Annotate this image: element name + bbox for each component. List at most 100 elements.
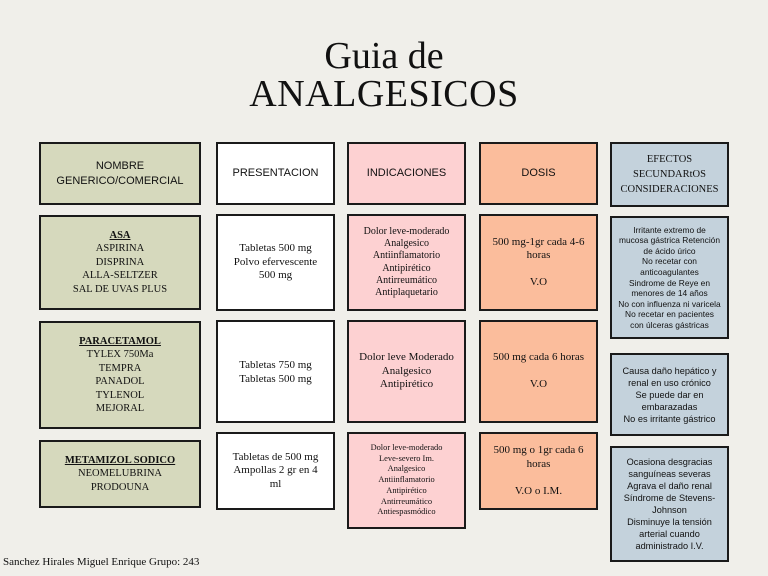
row-metamizol-presentacion: Tabletas de 500 mg Ampollas 2 gr en 4 ml	[216, 432, 335, 510]
efecto-line: menores de 14 años	[631, 288, 708, 299]
dosis-line: 500 mg o 1gr cada 6	[493, 444, 584, 456]
indicacion-line: Analgesico	[384, 238, 429, 250]
indicacion-line: Antiinflamatorio	[372, 250, 441, 262]
generic-name: ASA	[109, 229, 131, 241]
header-nombre-line: GENERICO/COMERCIAL	[56, 174, 184, 187]
indicacion-line: Antipirético	[386, 485, 427, 495]
header-efectos: EFECTOS SECUNDARtOS CONSIDERACIONES	[610, 142, 729, 207]
efecto-line: Causa daño hepático y	[622, 365, 717, 376]
indicacion-line: Dolor leve-moderado	[370, 442, 443, 452]
generic-name: METAMIZOL SODICO	[64, 454, 176, 466]
header-presentacion-label: PRESENTACION	[232, 167, 319, 179]
row-metamizol-nombre: METAMIZOL SODICO NEOMELUBRINA PRODOUNA	[39, 440, 201, 508]
brand-name: ASPIRINA	[95, 243, 145, 255]
dosis-line: V.O	[529, 276, 548, 288]
title-line-1: Guia de	[324, 35, 444, 77]
efecto-line: No es irritante gástrico	[623, 413, 716, 424]
efecto-line: Sindrome de Reye en	[628, 277, 710, 288]
header-efectos-line: SECUNDARtOS	[633, 169, 706, 180]
row-paracetamol-nombre: PARACETAMOL TYLEX 750Ma TEMPRA PANADOL T…	[39, 321, 201, 429]
row-metamizol-dosis: 500 mg o 1gr cada 6 horas V.O o I.M.	[479, 432, 598, 510]
row-paracetamol-efectos: Causa daño hepático y renal en uso cróni…	[610, 353, 729, 436]
indicacion-line: Dolor leve Moderado	[359, 351, 454, 364]
indicacion-line: Dolor leve-moderado	[363, 225, 450, 237]
efecto-line: No recetar con	[642, 256, 697, 267]
row-metamizol-efectos: Ocasiona desgracias sanguíneas severas A…	[610, 446, 729, 562]
efecto-line: embarazadas	[641, 401, 698, 412]
row-metamizol-indicaciones: Dolor leve-moderado Leve-severo Im. Anal…	[347, 432, 466, 529]
efecto-line: arterial cuando	[639, 529, 700, 539]
indicacion-line: Antiinflamatorio	[378, 475, 435, 485]
efecto-line: Síndrome de Stevens-	[623, 493, 716, 503]
efecto-line: renal en uso crónico	[628, 377, 711, 388]
efecto-line: Johnson	[652, 505, 687, 515]
indicacion-line: Antirreumático	[380, 496, 433, 506]
brand-name: MEJORAL	[95, 403, 145, 414]
efecto-line: No con influenza ni varicela	[618, 298, 721, 309]
header-presentacion: PRESENTACION	[216, 142, 335, 205]
generic-name: PARACETAMOL	[79, 335, 161, 347]
efecto-line: de ácido úrico	[643, 245, 696, 256]
presentacion-line: Ampollas 2 gr en 4	[233, 464, 318, 477]
indicacion-line: Leve-severo Im.	[379, 453, 434, 463]
brand-name: DISPRINA	[95, 256, 145, 268]
header-nombre: NOMBRE GENERICO/COMERCIAL	[39, 142, 201, 205]
efecto-line: sanguíneas severas	[628, 469, 711, 479]
presentacion-line: Tabletas 750 mg	[239, 358, 312, 371]
brand-name: TYLENOL	[95, 389, 145, 401]
header-dosis: DOSIS	[479, 142, 598, 205]
indicacion-line: Antipirético	[382, 262, 431, 274]
dosis-line: 500 mg-1gr cada 4-6	[492, 235, 585, 248]
brand-name: PRODOUNA	[90, 481, 150, 493]
brand-name: PANADOL	[95, 376, 145, 387]
presentacion-line: Tabletas de 500 mg	[232, 450, 319, 463]
efecto-line: mucosa gástrica Retención	[618, 235, 720, 246]
presentacion-line: ml	[269, 477, 282, 490]
row-asa-presentacion: Tabletas 500 mg Polvo efervescente 500 m…	[216, 214, 335, 311]
row-asa-indicaciones: Dolor leve-moderado Analgesico Antiinfla…	[347, 214, 466, 311]
efecto-line: Irritante extremo de	[633, 224, 706, 235]
efecto-line: Disminuye la tensión	[627, 517, 712, 527]
row-asa-nombre: ASA ASPIRINA DISPRINA ALLA-SELTZER SAL D…	[39, 215, 201, 310]
row-asa-dosis: 500 mg-1gr cada 4-6 horas V.O	[479, 214, 598, 311]
presentacion-line: 500 mg	[258, 269, 293, 282]
indicacion-line: Antiplaquetario	[375, 286, 438, 298]
header-efectos-line: CONSIDERACIONES	[620, 184, 719, 195]
header-efectos-line: EFECTOS	[646, 154, 693, 165]
header-nombre-line: NOMBRE	[95, 159, 145, 172]
dosis-line: horas	[526, 457, 551, 470]
footer-author: Sanchez Hirales Miguel Enrique Grupo: 24…	[3, 556, 200, 568]
indicacion-line: Antiespasmódico	[377, 507, 436, 517]
efecto-line: Se puede dar en	[635, 389, 704, 400]
efecto-line: administrado I.V.	[635, 541, 704, 551]
title-line-2: ANALGESICOS	[249, 73, 519, 115]
brand-name: ALLA-SELTZER	[82, 270, 158, 282]
efecto-line: Agrava el daño renal	[627, 481, 712, 491]
presentacion-line: Polvo efervescente	[233, 255, 318, 268]
row-paracetamol-presentacion: Tabletas 750 mg Tabletas 500 mg	[216, 320, 335, 423]
presentacion-line: Tabletas 500 mg	[239, 372, 312, 385]
indicacion-line: Antirreumático	[375, 274, 438, 286]
header-dosis-label: DOSIS	[521, 167, 556, 179]
header-indicaciones: INDICACIONES	[347, 142, 466, 205]
header-indicaciones-label: INDICACIONES	[366, 167, 447, 179]
row-paracetamol-indicaciones: Dolor leve Moderado Analgesico Antipirét…	[347, 320, 466, 423]
efecto-line: Ocasiona desgracias	[626, 457, 713, 467]
row-asa-efectos: Irritante extremo de mucosa gástrica Ret…	[610, 216, 729, 339]
efecto-line: No recetar en pacientes	[625, 309, 714, 320]
dosis-line: 500 mg cada 6 horas	[492, 351, 585, 364]
dosis-line: V.O o I.M.	[514, 484, 563, 497]
presentacion-line: Tabletas 500 mg	[239, 242, 312, 255]
brand-name: NEOMELUBRINA	[78, 468, 162, 480]
indicacion-line: Antipirético	[379, 378, 434, 391]
brand-name: TYLEX 750Ma	[86, 349, 154, 360]
dosis-line: V.O	[529, 378, 548, 391]
dosis-line: horas	[526, 249, 551, 261]
efecto-line: anticoagulantes	[640, 266, 699, 277]
brand-name: TEMPRA	[98, 362, 142, 374]
efecto-line: con úlceras gástricas	[630, 319, 709, 330]
row-paracetamol-dosis: 500 mg cada 6 horas V.O	[479, 320, 598, 423]
indicacion-line: Analgesico	[381, 364, 432, 377]
indicacion-line: Analgesico	[387, 464, 426, 474]
brand-name: SAL DE UVAS PLUS	[72, 283, 168, 295]
